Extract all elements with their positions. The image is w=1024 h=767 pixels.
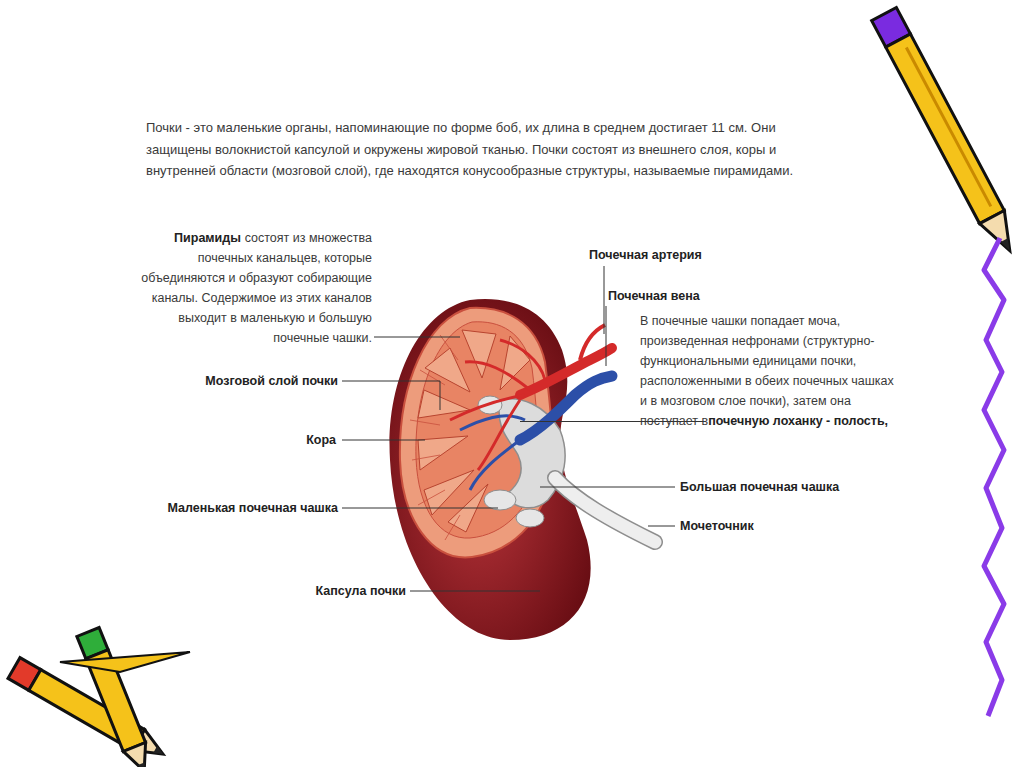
part-label: Капсула почки [316,583,406,599]
part-label: почечную лоханку - полость, [708,414,888,428]
part-label: Мозговой слой почки [205,373,338,389]
part-label: Мочеточник [680,518,754,534]
calyx-note: В почечные чашки попадает моча, произвед… [640,311,902,431]
intro-paragraph: Почки - это маленькие органы, напоминающ… [146,117,836,182]
pencil-decoration [872,7,1023,257]
part-label: Маленькая почечная чашка [167,500,338,516]
part-label: Почечная вена [608,288,700,304]
squiggle-decoration [984,238,1004,716]
note-text: В почечные чашки попадает моча, произвед… [640,314,894,428]
note-text: состоят из множества почечных канальцев,… [141,231,372,345]
kidney-drawing [390,299,655,640]
pencil-decoration [77,628,155,767]
part-label: Почечная артерия [589,247,702,263]
pyramids-note: Пирамидысостоят из множества почечных ка… [120,228,372,348]
term-label: Пирамиды [174,231,241,245]
star-decoration [60,652,190,672]
part-label: Большая почечная чашка [680,479,839,495]
part-label: Кора [306,432,336,448]
